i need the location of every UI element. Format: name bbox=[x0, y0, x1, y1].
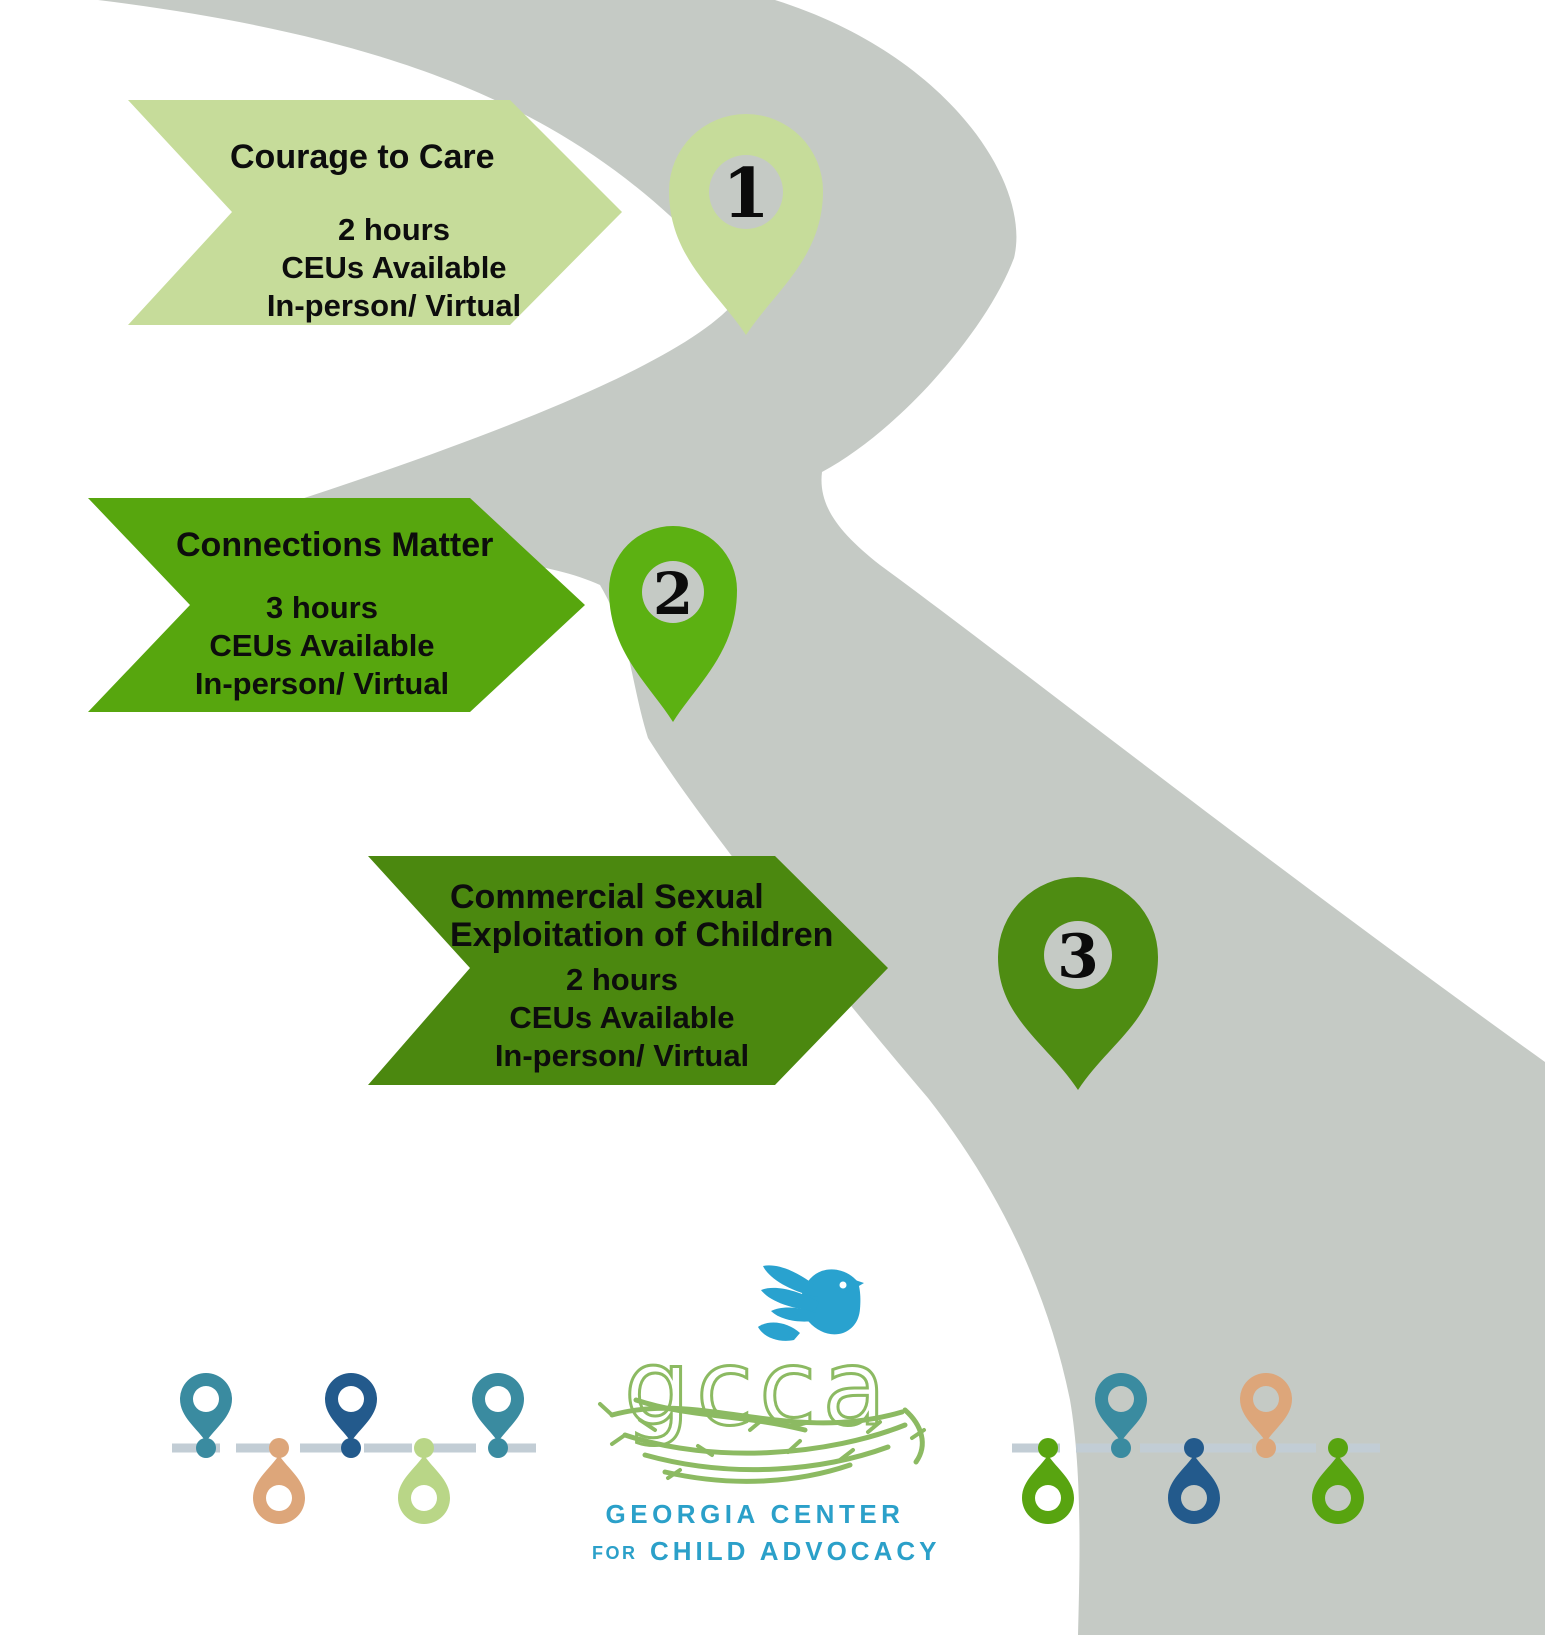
winding-road bbox=[98, 0, 1545, 1635]
timeline-dot bbox=[1256, 1438, 1276, 1458]
pin-1-badge-circle bbox=[709, 155, 783, 229]
banner-courage-to-care: Courage to Care 2 hours CEUs Available I… bbox=[128, 100, 622, 325]
pin-3-badge-circle bbox=[1044, 921, 1112, 989]
banner-3-ceu: CEUs Available bbox=[509, 1000, 734, 1035]
timeline-right bbox=[1012, 1373, 1392, 1524]
banner-3-title-line1: Commercial Sexual bbox=[450, 878, 764, 916]
timeline-pin-icon bbox=[180, 1373, 232, 1442]
timeline-pin-icon bbox=[325, 1373, 377, 1442]
timeline-left bbox=[172, 1373, 536, 1524]
timeline-dot bbox=[269, 1438, 289, 1458]
banner-1-ceu: CEUs Available bbox=[281, 250, 506, 285]
timeline-dot bbox=[1111, 1438, 1131, 1458]
banner-1-title: Courage to Care bbox=[230, 138, 495, 176]
timeline-dot bbox=[1038, 1438, 1058, 1458]
banner-3-arrow-shape bbox=[368, 856, 888, 1085]
nest-monogram: gcca bbox=[598, 1326, 926, 1484]
banner-2-mode: In-person/ Virtual bbox=[195, 666, 449, 701]
timeline-dot bbox=[414, 1438, 434, 1458]
banner-3-hours: 2 hours bbox=[566, 962, 678, 997]
gcca-logo: gcca GEORGIA CENTER FOR CHILD ADVOCACY bbox=[592, 1265, 940, 1566]
timeline-dot bbox=[341, 1438, 361, 1458]
banner-2-title: Connections Matter bbox=[176, 526, 493, 564]
timeline-pin-icon bbox=[253, 1455, 305, 1524]
pin-1-number: 1 bbox=[722, 154, 769, 234]
timeline-pin-icon bbox=[398, 1455, 450, 1524]
timeline-dot bbox=[1328, 1438, 1348, 1458]
timeline-dot bbox=[196, 1438, 216, 1458]
bird-icon bbox=[758, 1265, 864, 1341]
org-name-line2: CHILD ADVOCACY bbox=[650, 1536, 940, 1566]
banner-3-title-line2: Exploitation of Children bbox=[450, 916, 833, 954]
timeline-dot bbox=[1184, 1438, 1204, 1458]
timeline-pin-icon bbox=[1022, 1455, 1074, 1524]
banner-2-ceu: CEUs Available bbox=[209, 628, 434, 663]
banner-connections-matter: Connections Matter 3 hours CEUs Availabl… bbox=[88, 498, 585, 712]
banner-csec: Commercial Sexual Exploitation of Childr… bbox=[368, 856, 888, 1085]
banner-1-arrow-shape bbox=[128, 100, 622, 325]
banner-2-arrow-shape bbox=[88, 498, 585, 712]
map-pin-2: 2 bbox=[609, 526, 737, 722]
pin-2-icon bbox=[609, 526, 737, 722]
banner-1-hours: 2 hours bbox=[338, 212, 450, 247]
banner-1-mode: In-person/ Virtual bbox=[267, 288, 521, 323]
banner-2-hours: 3 hours bbox=[266, 590, 378, 625]
map-pin-3: 3 bbox=[998, 877, 1158, 1090]
monogram-text: gcca bbox=[624, 1327, 892, 1449]
timeline-dot bbox=[488, 1438, 508, 1458]
map-pin-1: 1 bbox=[669, 114, 823, 335]
org-name-line2-prefix: FOR bbox=[592, 1543, 638, 1563]
pin-2-number: 2 bbox=[653, 560, 693, 628]
pin-3-number: 3 bbox=[1057, 922, 1099, 992]
timeline-pin-icon bbox=[472, 1373, 524, 1442]
banner-3-mode: In-person/ Virtual bbox=[495, 1038, 749, 1073]
org-name-line1: GEORGIA CENTER bbox=[606, 1499, 905, 1529]
pin-2-badge-circle bbox=[642, 561, 704, 623]
